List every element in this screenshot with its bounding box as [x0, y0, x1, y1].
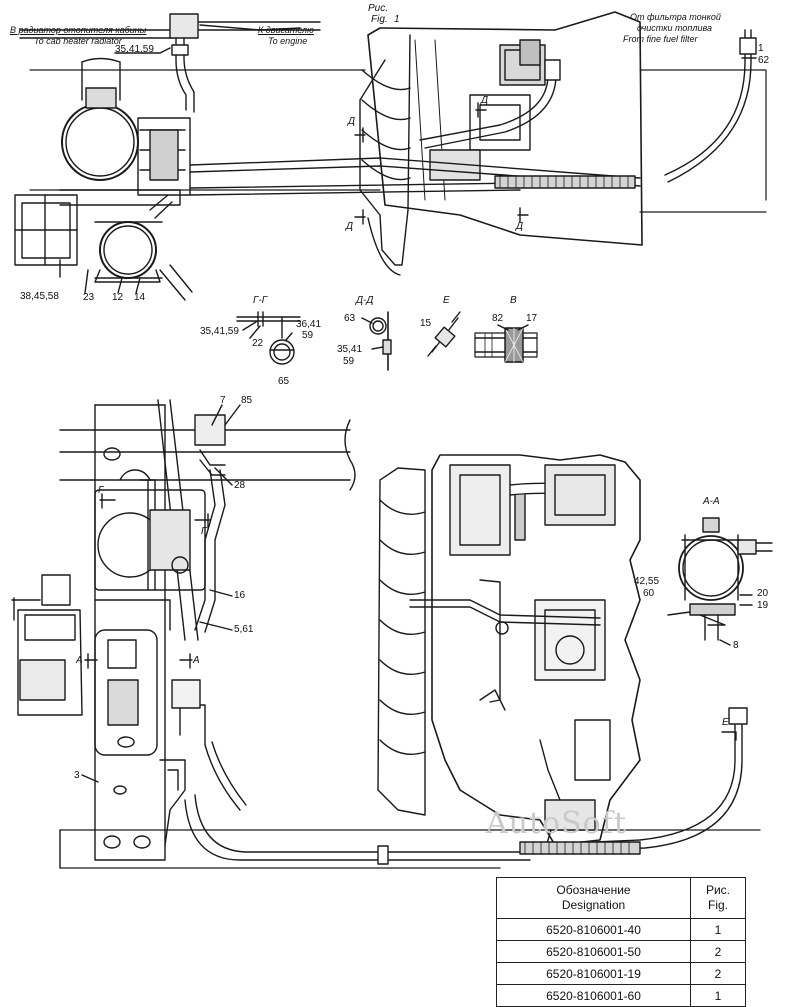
- fig1-number: 1: [394, 14, 400, 25]
- callout-62: 62: [758, 55, 770, 66]
- mark-a-2: А: [193, 655, 200, 666]
- callout-12: 12: [112, 292, 124, 303]
- callout-38-45-58: 38,45,58: [20, 291, 59, 302]
- callout-35-41-59-top: 35,41,59: [115, 44, 154, 55]
- section-title-gg: Г-Г: [253, 295, 268, 306]
- callout-16: 16: [234, 590, 246, 601]
- fig1-title-en: Fig.: [371, 14, 388, 25]
- designation-cell: 6520-8106001-50: [496, 940, 691, 963]
- section-a-a: [667, 517, 773, 646]
- callout-1: 1: [758, 43, 764, 54]
- callout-85: 85: [241, 395, 253, 406]
- header-designation-en: Designation: [561, 898, 626, 912]
- header-designation-ru: Обозначение: [556, 883, 631, 897]
- note-from-filter-ru-2: очистки топлива: [637, 23, 712, 33]
- fig-cell: 2: [690, 940, 746, 963]
- callout-42-55: 42,55: [634, 576, 660, 587]
- callout-35-41-59-gg: 35,41,59: [200, 326, 239, 337]
- callout-59-gg: 59: [302, 330, 314, 341]
- table-row: 6520-8106001-40 1: [496, 918, 746, 941]
- fig-cell: 1: [690, 984, 746, 1007]
- callout-7: 7: [220, 395, 226, 406]
- callout-82: 82: [492, 313, 504, 324]
- watermark: AutoSoft: [486, 806, 627, 841]
- callout-19: 19: [757, 600, 769, 611]
- callout-22: 22: [252, 338, 264, 349]
- section-title-v: В: [510, 295, 517, 306]
- section-views: [236, 311, 538, 371]
- callout-36-41: 36,41: [296, 319, 322, 330]
- section-title-aa: А-А: [703, 496, 720, 507]
- callout-14: 14: [134, 292, 146, 303]
- section-title-dd: Д-Д: [356, 295, 374, 306]
- note-from-filter-ru-1: От фильтра тонкой: [630, 12, 721, 22]
- mark-d-1: Д: [348, 116, 356, 127]
- table-header-row: Обозначение Designation Рис. Fig.: [496, 877, 746, 919]
- designation-cell: 6520-8106001-40: [496, 918, 691, 941]
- table-row: 6520-8106001-19 2: [496, 962, 746, 985]
- mark-d-2: Д: [481, 95, 489, 106]
- section-title-e: Е: [443, 295, 450, 306]
- header-fig-en: Fig.: [707, 898, 728, 912]
- mark-g-1: Г: [98, 485, 104, 496]
- mark-e: Е: [722, 717, 729, 728]
- note-to-heater-ru: В радиатор отопителя кабины: [10, 25, 147, 35]
- callout-5-61: 5,61: [234, 624, 254, 635]
- header-designation: Обозначение Designation: [496, 877, 691, 919]
- callout-59-dd: 59: [343, 356, 355, 367]
- header-fig: Рис. Fig.: [690, 877, 746, 919]
- note-to-engine-ru: К двигателю: [258, 25, 314, 35]
- note-to-engine-en: To engine: [268, 36, 308, 46]
- callout-8: 8: [733, 640, 739, 651]
- designation-cell: 6520-8106001-60: [496, 984, 691, 1007]
- callout-60: 60: [643, 588, 655, 599]
- callout-17: 17: [526, 313, 538, 324]
- callout-65: 65: [278, 376, 290, 387]
- fig2-lower-assembly: [11, 399, 761, 869]
- callout-3: 3: [74, 770, 80, 781]
- table-row: 6520-8106001-60 1: [496, 984, 746, 1007]
- designation-table: Обозначение Designation Рис. Fig. 6520-8…: [496, 877, 746, 1007]
- mark-a-1: А: [76, 655, 83, 666]
- callout-15: 15: [420, 318, 432, 329]
- mark-d-4: Д: [516, 221, 524, 232]
- callout-28: 28: [234, 480, 246, 491]
- callout-20: 20: [757, 588, 769, 599]
- note-to-heater-en: To cab heater radiator: [34, 36, 122, 46]
- callout-63: 63: [344, 313, 356, 324]
- mark-d-3: Д: [346, 221, 354, 232]
- fig-cell: 1: [690, 918, 746, 941]
- fig1-upper-assembly: [14, 11, 767, 301]
- designation-cell: 6520-8106001-19: [496, 962, 691, 985]
- mark-g-2: Г: [201, 526, 207, 537]
- fig-cell: 2: [690, 962, 746, 985]
- fig1-title-ru: Рис.: [368, 3, 389, 14]
- callout-23: 23: [83, 292, 95, 303]
- table-row: 6520-8106001-50 2: [496, 940, 746, 963]
- header-fig-ru: Рис.: [705, 883, 731, 897]
- note-from-filter-en: From fine fuel filter: [623, 34, 698, 44]
- callout-35-41-dd: 35,41: [337, 344, 363, 355]
